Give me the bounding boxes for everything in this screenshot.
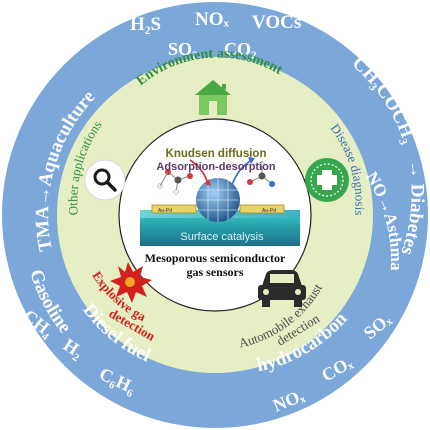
electrode-right: [239, 204, 285, 214]
gas-vocs: VOCs: [252, 12, 301, 33]
electrode-right-label: Au-Pd: [262, 208, 276, 214]
label-catalysis: Surface catalysis: [180, 231, 264, 243]
gas-nox-top: NOₓ: [195, 9, 230, 30]
medical-cross-icon: [305, 158, 349, 202]
car-icon: [258, 270, 306, 307]
substrate-front: [140, 218, 300, 246]
explosion-icon: [110, 262, 152, 303]
center-title-line1: Mesoporous semiconductor: [145, 251, 286, 265]
gas-molecules-right: [247, 161, 275, 187]
magnifier-icon: [84, 159, 126, 201]
desorption-arrow: [231, 159, 253, 186]
label-knudsen: Knudsen diffusion: [166, 148, 267, 160]
sensor-illustration: Au-Pd Au-Pd: [140, 157, 300, 246]
label-adsorption: Adsorption-desorption: [156, 161, 275, 173]
gas-so2: SO₂: [168, 39, 197, 59]
electrode-left-label: Au-Pd: [158, 208, 172, 214]
house-icon: [195, 80, 231, 115]
gas-co2: CO₂: [224, 39, 256, 59]
center-title-line2: gas sensors: [186, 265, 243, 279]
gas-h2s: H₂S: [130, 14, 161, 35]
gas-molecules-left: [157, 169, 193, 195]
electrode-left: [151, 204, 197, 214]
